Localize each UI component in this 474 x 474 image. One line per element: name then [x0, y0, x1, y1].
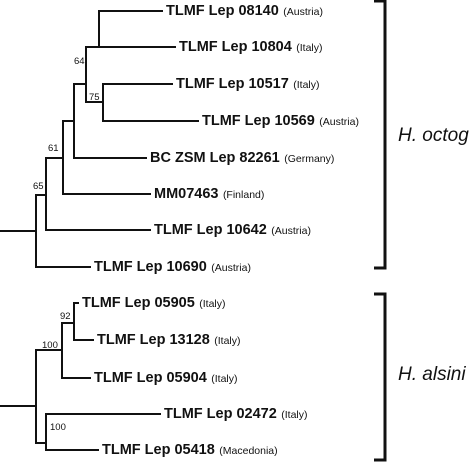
leaf-country: (Germany): [284, 153, 335, 165]
clade-bracket-alsini: [374, 292, 387, 462]
support-value: 100: [42, 340, 58, 351]
support-value: 75: [89, 92, 100, 103]
leaf-country: (Austria): [271, 225, 311, 237]
leaf-country: (Austria): [283, 6, 323, 18]
leaf-id: TLMF Lep 10569: [202, 113, 315, 129]
leaf-id: TLMF Lep 05904: [94, 370, 207, 386]
leaf-label: MM07463 (Finland): [154, 186, 264, 202]
leaf-label: TLMF Lep 05904 (Italy): [94, 370, 238, 386]
leaf-id: TLMF Lep 10517: [176, 76, 289, 92]
clade-label-alsini: H. alsini: [398, 364, 466, 385]
support-value: 61: [48, 143, 59, 154]
leaf-label: TLMF Lep 05418 (Macedonia): [102, 442, 278, 458]
leaf-country: (Finland): [222, 189, 265, 201]
leaf-label: BC ZSM Lep 82261 (Germany): [150, 150, 334, 166]
support-value: 65: [33, 181, 44, 192]
leaf-label: TLMF Lep 05905 (Italy): [82, 295, 226, 311]
leaf-country: (Italy): [296, 42, 323, 54]
leaf-id: TLMF Lep 10804: [179, 39, 292, 55]
leaf-country: (Italy): [281, 409, 308, 421]
leaf-country: (Macedonia): [219, 445, 278, 457]
leaf-id: TLMF Lep 05418: [102, 442, 215, 458]
leaf-label: TLMF Lep 10517 (Italy): [176, 76, 320, 92]
leaf-id: TLMF Lep 02472: [164, 406, 277, 422]
leaf-id: TLMF Lep 05905: [82, 295, 195, 311]
leaf-id: TLMF Lep 08140: [166, 3, 279, 19]
leaf-label: TLMF Lep 10804 (Italy): [179, 39, 323, 55]
leaf-country: (Italy): [211, 373, 238, 385]
clade-bracket-octog: [374, 0, 387, 270]
clade-label-octog: H. octog: [398, 125, 469, 146]
support-value: 64: [74, 56, 85, 67]
leaf-label: TLMF Lep 02472 (Italy): [164, 406, 308, 422]
leaf-label: TLMF Lep 10642 (Austria): [154, 222, 311, 238]
leaf-country: (Italy): [199, 298, 226, 310]
support-value: 100: [50, 422, 66, 433]
leaf-id: BC ZSM Lep 82261: [150, 150, 280, 166]
support-value: 92: [60, 311, 71, 322]
leaf-country: (Austria): [319, 116, 359, 128]
leaf-id: TLMF Lep 13128: [97, 332, 210, 348]
leaf-country: (Italy): [214, 335, 241, 347]
leaf-label: TLMF Lep 10569 (Austria): [202, 113, 359, 129]
leaf-label: TLMF Lep 08140 (Austria): [166, 3, 323, 19]
leaf-label: TLMF Lep 13128 (Italy): [97, 332, 241, 348]
leaf-id: MM07463: [154, 186, 219, 202]
leaf-country: (Austria): [211, 262, 251, 274]
leaf-id: TLMF Lep 10642: [154, 222, 267, 238]
leaf-label: TLMF Lep 10690 (Austria): [94, 259, 251, 275]
leaf-country: (Italy): [293, 79, 320, 91]
leaf-id: TLMF Lep 10690: [94, 259, 207, 275]
